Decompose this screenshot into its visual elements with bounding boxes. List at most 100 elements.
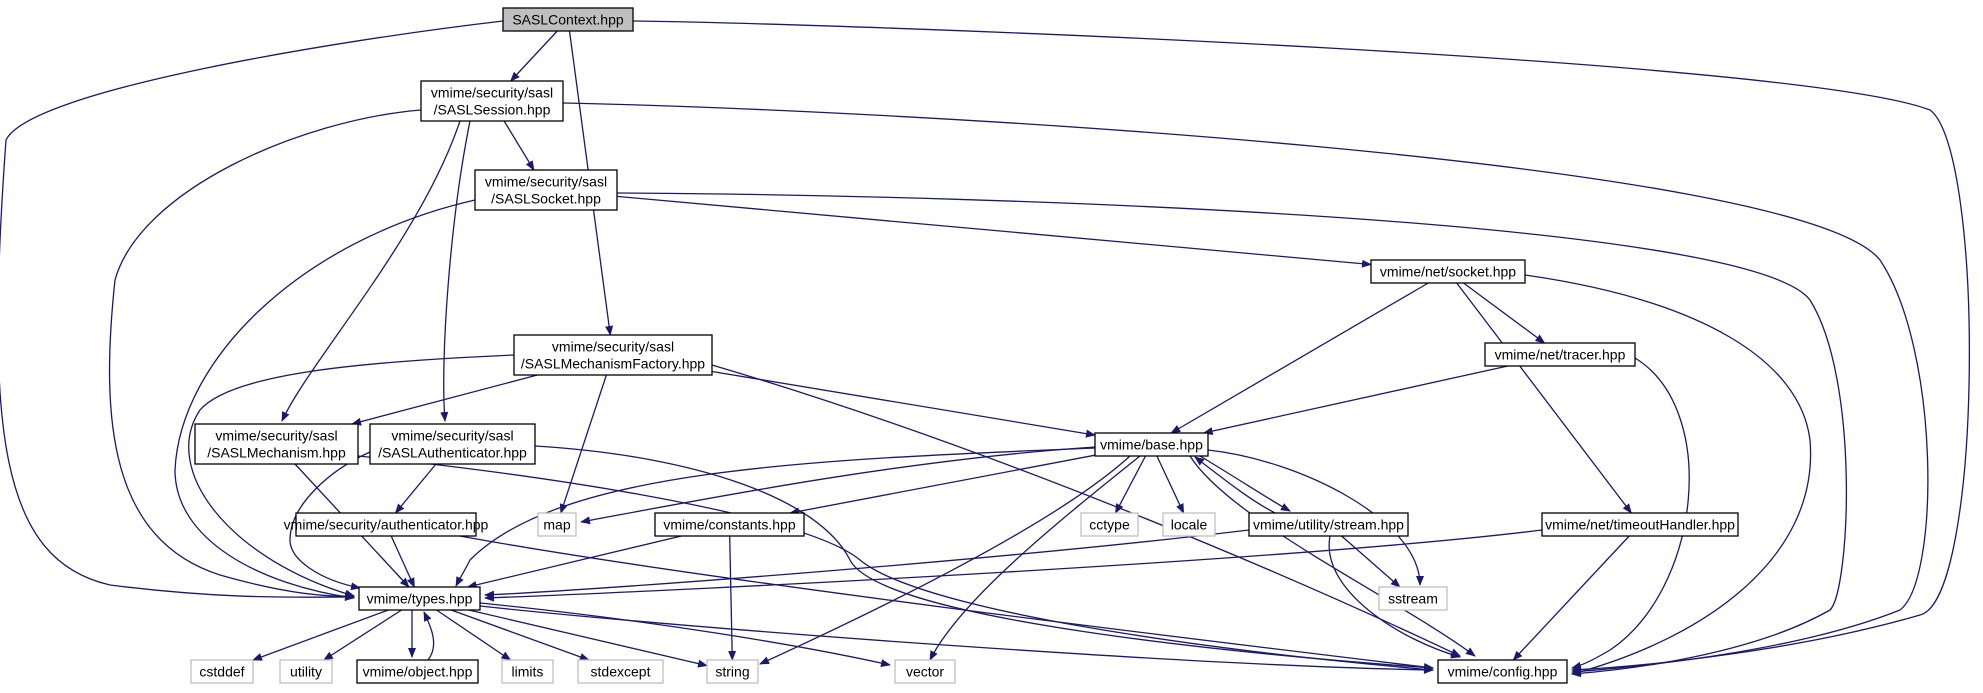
node-box	[358, 586, 481, 611]
node-config[interactable]: vmime/config.hpp	[1437, 659, 1568, 684]
node-sasl-socket[interactable]: vmime/security/sasl/SASLSocket.hpp	[474, 169, 618, 211]
edge-sasl-mechanism-factory-to-base	[711, 370, 1096, 438]
edge-line	[423, 611, 435, 661]
node-box	[190, 659, 254, 684]
edge-base-to-map	[580, 446, 1096, 525]
edge-utility-stream-to-config	[1328, 535, 1461, 659]
edge-sasl-session-to-sasl-mechanism	[281, 120, 461, 422]
edge-net-tracer-to-config	[1571, 357, 1690, 670]
edge-line	[789, 454, 1096, 516]
edge-base-to-config	[1189, 455, 1476, 657]
node-box	[654, 512, 805, 537]
node-sasl-mechanism-factory[interactable]: vmime/security/sasl/SASLMechanismFactory…	[513, 334, 713, 376]
edge-line	[468, 609, 708, 668]
file-nodes: SASLContext.hpp vmime/security/sasl/SASLS…	[190, 7, 1739, 684]
edge-base-to-sstream	[1207, 449, 1424, 586]
node-label: vmime/security/sasl	[391, 428, 513, 444]
edge-sasl-mechanism-factory-to-sasl-mechanism	[351, 374, 538, 426]
edge-line	[0, 20, 504, 602]
node-base[interactable]: vmime/base.hpp	[1094, 432, 1209, 457]
node-string: string	[706, 659, 759, 684]
node-box	[1094, 432, 1209, 457]
edge-line	[1456, 282, 1632, 514]
node-sasl-authenticator[interactable]: vmime/security/sasl/SASLAuthenticator.hp…	[369, 423, 536, 465]
edge-sasl-authenticator-to-security-authenticator	[394, 463, 437, 514]
node-net-tracer[interactable]: vmime/net/tracer.hpp	[1484, 342, 1636, 367]
dependency-edges	[0, 20, 1971, 678]
edge-line	[174, 199, 476, 601]
edge-base-to-types	[455, 447, 1096, 587]
edge-sasl-session-to-config	[562, 102, 1929, 676]
node-object[interactable]: vmime/object.hpp	[356, 659, 479, 684]
node-box	[1541, 512, 1739, 537]
edge-net-socket-to-base	[1170, 282, 1429, 434]
node-label: sstream	[1388, 591, 1438, 607]
node-label: /SASLMechanismFactory.hpp	[521, 356, 705, 372]
node-box	[706, 659, 759, 684]
edge-types-to-cstddef	[252, 609, 389, 661]
edge-object-to-types	[423, 611, 435, 661]
node-box	[356, 659, 479, 684]
edge-sasl-session-to-types	[108, 109, 422, 601]
node-label: locale	[1171, 517, 1208, 533]
edge-line	[1463, 282, 1546, 344]
edge-line	[1170, 282, 1429, 434]
node-label: vmime/constants.hpp	[663, 517, 795, 533]
edge-sasl-context-to-sasl-session	[510, 30, 558, 82]
edge-line	[1341, 535, 1401, 588]
node-label: vmime/config.hpp	[1448, 664, 1558, 680]
edge-net-socket-to-config	[1524, 274, 1812, 676]
edge-line	[534, 445, 1434, 672]
edge-net-socket-to-timeout-handler	[1456, 282, 1632, 514]
edge-line	[440, 120, 471, 422]
node-label: cstddef	[199, 664, 244, 680]
edge-line	[1524, 274, 1812, 676]
node-utility-stream[interactable]: vmime/utility/stream.hpp	[1248, 512, 1409, 537]
edge-sasl-context-to-config	[632, 20, 1971, 674]
edge-base-to-vector	[929, 455, 1141, 661]
node-cstddef: cstddef	[190, 659, 254, 684]
edge-sasl-mechanism-factory-to-map	[559, 374, 608, 514]
node-types[interactable]: vmime/types.hpp	[358, 586, 481, 611]
edge-line	[1328, 535, 1461, 659]
edge-line	[479, 605, 1434, 674]
node-sasl-context: SASLContext.hpp	[502, 7, 634, 32]
edge-sasl-authenticator-to-config	[534, 445, 1434, 672]
edge-line	[484, 529, 1543, 602]
edge-line	[252, 609, 389, 661]
node-box	[279, 659, 333, 684]
node-net-socket[interactable]: vmime/net/socket.hpp	[1370, 259, 1526, 284]
edge-utility-stream-to-sstream	[1341, 535, 1401, 588]
node-label: cctype	[1089, 517, 1130, 533]
node-label: stdexcept	[591, 664, 651, 680]
edge-line	[436, 609, 512, 661]
edge-line	[459, 535, 1434, 671]
edge-security-authenticator-to-config	[459, 535, 1434, 671]
edge-types-to-config	[479, 605, 1434, 674]
edge-line	[466, 535, 682, 589]
node-label: vmime/security/sasl	[552, 339, 674, 355]
edge-line	[1189, 455, 1476, 657]
edge-utility-stream-to-base	[1194, 456, 1276, 514]
node-box	[474, 169, 618, 211]
node-sasl-session[interactable]: vmime/security/sasl/SASLSession.hpp	[420, 80, 564, 122]
node-label: vmime/base.hpp	[1100, 437, 1203, 453]
node-sstream: sstream	[1378, 586, 1448, 611]
edge-line	[1571, 357, 1690, 670]
node-sasl-mechanism[interactable]: vmime/security/sasl/SASLMechanism.hpp	[194, 423, 359, 465]
edge-base-to-utility-stream	[1199, 455, 1291, 512]
edge-sasl-authenticator-to-types	[289, 451, 371, 591]
node-label: utility	[290, 664, 322, 680]
node-label: limits	[512, 664, 544, 680]
edge-sasl-mechanism-to-config	[357, 455, 1434, 674]
node-box	[501, 659, 554, 684]
node-constants[interactable]: vmime/constants.hpp	[654, 512, 805, 537]
edge-line	[1114, 455, 1147, 514]
node-map: map	[537, 512, 577, 537]
node-security-authenticator[interactable]: vmime/security/authenticator.hpp	[284, 512, 489, 537]
node-box	[1484, 342, 1636, 367]
node-timeout-handler[interactable]: vmime/net/timeoutHandler.hpp	[1541, 512, 1739, 537]
node-box	[537, 512, 577, 537]
edge-line	[1194, 456, 1276, 514]
edge-line	[632, 20, 1971, 674]
